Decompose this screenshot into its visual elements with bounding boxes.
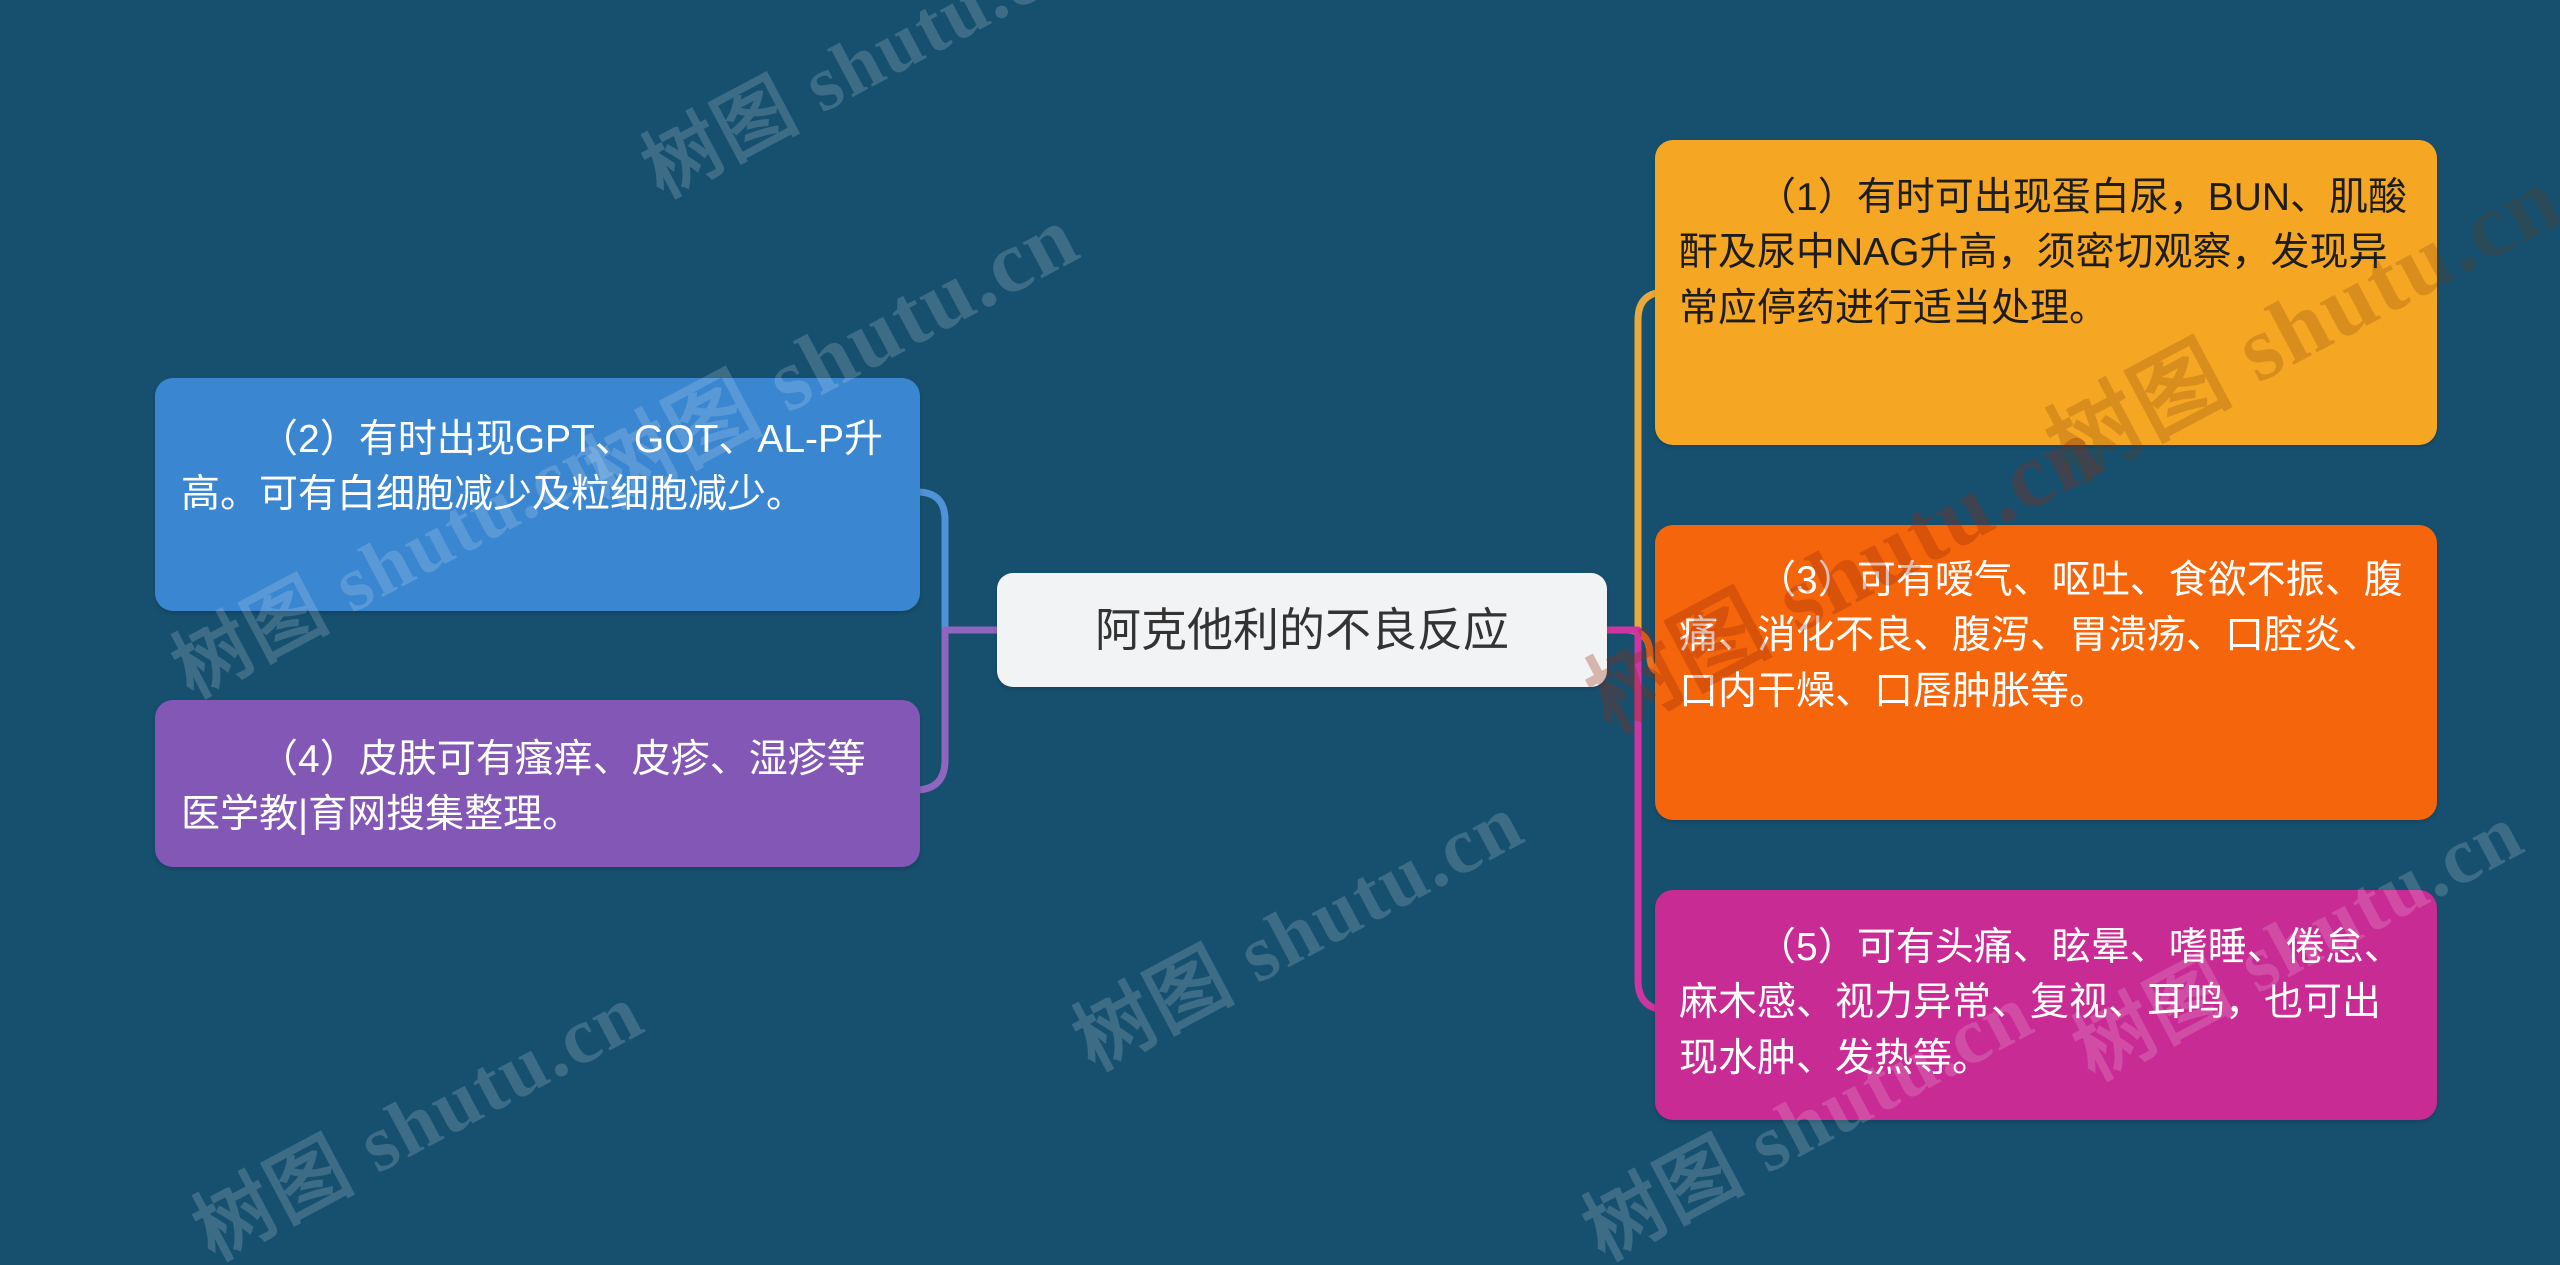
- branch-node-b1-label: （1）有时可出现蛋白尿，BUN、肌酸酐及尿中NAG升高，须密切观察，发现异常应停…: [1679, 176, 2408, 330]
- branch-node-b4-label: （4）皮肤可有瘙痒、皮疹、湿疹等医学教|育网搜集整理。: [181, 738, 866, 837]
- root-node-label: 阿克他利的不良反应: [1095, 603, 1509, 656]
- watermark-text: 树图 shutu.cn: [180, 967, 658, 1265]
- branch-node-b3-label: （3）可有嗳气、呕吐、食欲不振、腹痛、消化不良、腹泻、胃溃疡、口腔炎、口内干燥、…: [1679, 559, 2403, 713]
- branch-node-b5-label: （5）可有头痛、眩晕、嗜睡、倦怠、麻木感、视力异常、复视、耳鸣，也可出现水肿、发…: [1679, 926, 2403, 1080]
- branch-node-b3[interactable]: （3）可有嗳气、呕吐、食欲不振、腹痛、消化不良、腹泻、胃溃疡、口腔炎、口内干燥、…: [1655, 525, 2437, 820]
- branch-node-b5[interactable]: （5）可有头痛、眩晕、嗜睡、倦怠、麻木感、视力异常、复视、耳鸣，也可出现水肿、发…: [1655, 890, 2437, 1120]
- watermark-text: 树图 shutu.cn: [628, 0, 1095, 214]
- branch-node-b2[interactable]: （2）有时出现GPT、GOT、AL-P升高。可有白细胞减少及粒细胞减少。: [155, 378, 920, 611]
- branch-node-b2-label: （2）有时出现GPT、GOT、AL-P升高。可有白细胞减少及粒细胞减少。: [181, 418, 884, 517]
- branch-node-b4[interactable]: （4）皮肤可有瘙痒、皮疹、湿疹等医学教|育网搜集整理。: [155, 700, 920, 867]
- branch-node-b1[interactable]: （1）有时可出现蛋白尿，BUN、肌酸酐及尿中NAG升高，须密切观察，发现异常应停…: [1655, 140, 2437, 445]
- watermark-text: 树图 shutu.cn: [1060, 777, 1538, 1088]
- root-node[interactable]: 阿克他利的不良反应: [997, 573, 1607, 687]
